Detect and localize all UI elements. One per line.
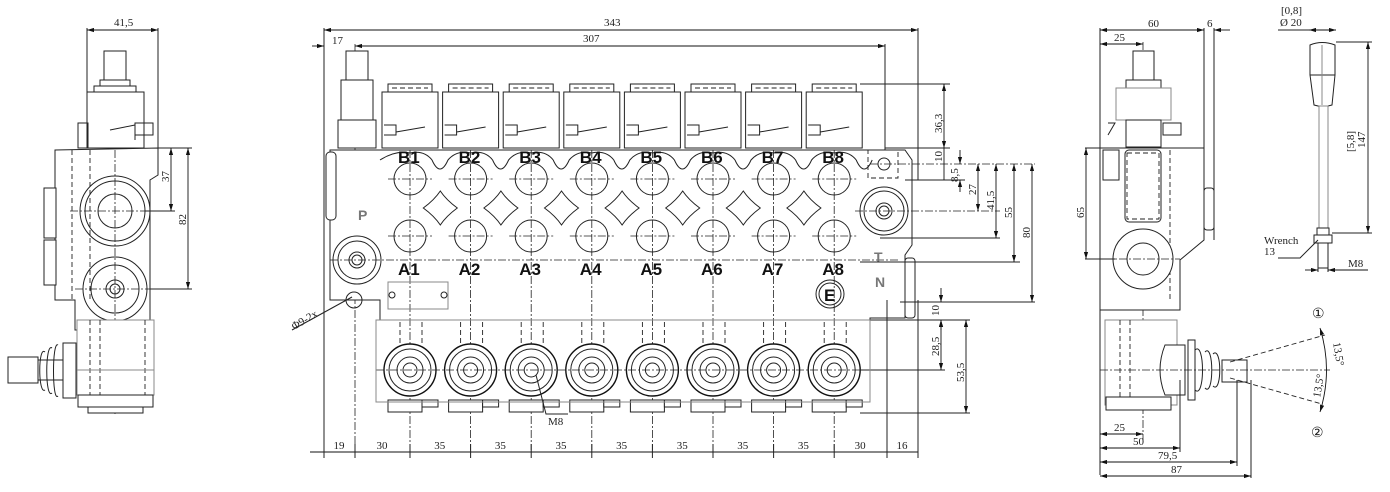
port-label-b: B3 [519, 148, 541, 167]
thread-label-m8: M8 [548, 416, 564, 428]
dim-height-28-5: 28,5 [930, 336, 942, 356]
port-label-a: A4 [580, 260, 602, 279]
spacing-dim: 35 [434, 440, 446, 452]
bottom-spacing-dims: 19 30 35 35 35 35 35 35 35 30 16 [323, 440, 909, 458]
port-label-b: B8 [822, 148, 844, 167]
spool-cap [684, 91, 742, 149]
mount-boss [483, 190, 519, 226]
mount-boss [543, 190, 580, 226]
spacing-dim: 16 [897, 440, 909, 452]
dim-bottom-50: 50 [1133, 436, 1145, 448]
dim-height-55: 55 [1003, 207, 1015, 219]
port-label-p: P [358, 207, 367, 223]
spacing-dim: 35 [737, 440, 749, 452]
lever-dia: Ø 20 [1280, 17, 1302, 29]
port-label-a: A2 [459, 260, 481, 279]
dim-height-37: 37 [160, 171, 172, 183]
dim-cap-36-3: 36,3 [933, 113, 945, 133]
dim-bottom-87: 87 [1171, 464, 1183, 476]
lever-length-inch: [5,8] [1345, 131, 1357, 152]
spool-cap [623, 91, 681, 149]
spacing-dim: 30 [377, 440, 389, 452]
dim-height-65: 65 [1075, 207, 1087, 219]
spool-cap [745, 91, 803, 149]
dim-height-80: 80 [1021, 227, 1033, 239]
port-label-b: B5 [640, 148, 662, 167]
port-label-e: E [824, 286, 835, 305]
spool-cap [805, 91, 863, 149]
dim-span-307: 307 [583, 33, 600, 45]
dim-height-10-top: 10 [933, 151, 945, 163]
dim-height-10-bottom: 10 [930, 305, 942, 317]
port-label-b: B1 [398, 148, 420, 167]
mount-boss [725, 190, 762, 226]
dim-width-60: 60 [1148, 18, 1160, 30]
spacing-dim: 35 [556, 440, 568, 452]
port-label-b: B6 [701, 148, 723, 167]
spacing-dim: 35 [495, 440, 507, 452]
port-label-a: A7 [762, 260, 784, 279]
dim-bottom-25: 25 [1114, 422, 1126, 434]
spool-cap [563, 91, 621, 149]
port-label-a: A8 [822, 260, 844, 279]
dim-height-8-5: 8,5 [949, 168, 961, 182]
spacing-dim: 35 [677, 440, 689, 452]
dim-width-41-5: 41,5 [114, 17, 134, 29]
dim-overall-343: 343 [604, 17, 621, 29]
port-label-a: A5 [640, 260, 662, 279]
lever-dia-inch: [0,8] [1281, 5, 1302, 17]
side-view: 60 6 25 65 [1075, 18, 1346, 479]
front-view: 343 307 17 P Φ9-2x B1A1B2A2B3A3B4A4B5A5B… [290, 17, 1035, 458]
port-label-a: A6 [701, 260, 723, 279]
port-label-a: A1 [398, 260, 420, 279]
port-label-t: T [874, 249, 883, 265]
left-end-view: 41,5 37 82 [7, 17, 192, 415]
mount-boss [664, 190, 701, 226]
dim-height-27: 27 [967, 184, 979, 196]
angle-up: 13,5° [1330, 341, 1346, 366]
dim-offset-25-top: 25 [1114, 32, 1126, 44]
port-label-b: B4 [580, 148, 602, 167]
spool-cap [502, 91, 560, 149]
wrench-size: 13 [1264, 246, 1276, 258]
spool-cap [442, 91, 500, 149]
dim-offset-6: 6 [1207, 18, 1213, 30]
mount-boss [604, 190, 640, 226]
spacing-dim: 35 [798, 440, 810, 452]
angle-down: 13,5° [1311, 373, 1327, 398]
dim-height-82: 82 [177, 214, 189, 225]
port-label-b: B2 [459, 148, 481, 167]
position-2-label: ② [1311, 426, 1324, 441]
dim-height-53-5: 53,5 [955, 362, 967, 382]
position-1-label: ① [1312, 307, 1325, 322]
mount-boss [786, 190, 822, 226]
spacing-dim: 35 [616, 440, 628, 452]
port-label-b: B7 [762, 148, 784, 167]
spacing-dim: 19 [334, 440, 346, 452]
port-label-n: N [875, 274, 885, 290]
wrench-label: Wrench [1264, 235, 1299, 247]
mount-boss [422, 190, 459, 226]
lever-thread: M8 [1348, 258, 1364, 270]
dim-bottom-79-5: 79,5 [1158, 450, 1178, 462]
dim-offset-17: 17 [332, 35, 344, 47]
lever-view: [0,8] Ø 20 [5,8] 147 Wrench 13 M8 [1264, 5, 1372, 273]
lever-length: 147 [1356, 131, 1368, 148]
spool-cap [381, 91, 439, 149]
port-label-a: A3 [519, 260, 541, 279]
dim-mount-hole: Φ9-2x [290, 308, 321, 333]
spacing-dim: 30 [855, 440, 867, 452]
dim-height-41-5: 41,5 [985, 190, 997, 210]
